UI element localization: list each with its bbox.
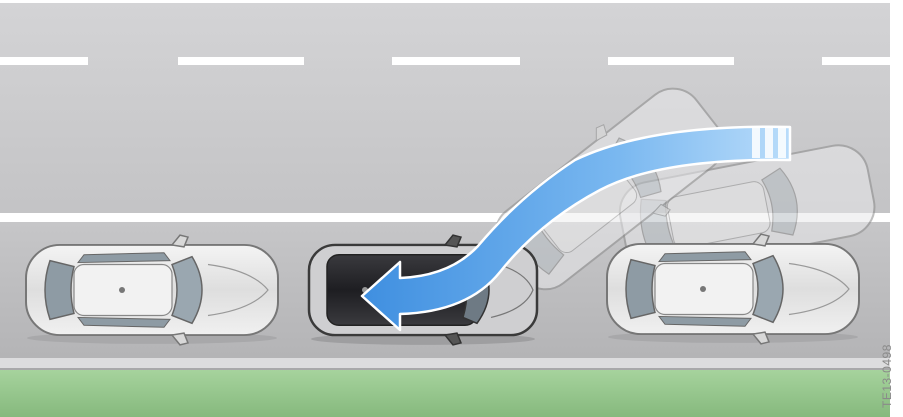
- figure-code: TE13-0498: [880, 298, 894, 408]
- parked-car-rear: [607, 234, 859, 344]
- parked-car-front: [26, 235, 278, 345]
- grass-verge: [0, 370, 890, 417]
